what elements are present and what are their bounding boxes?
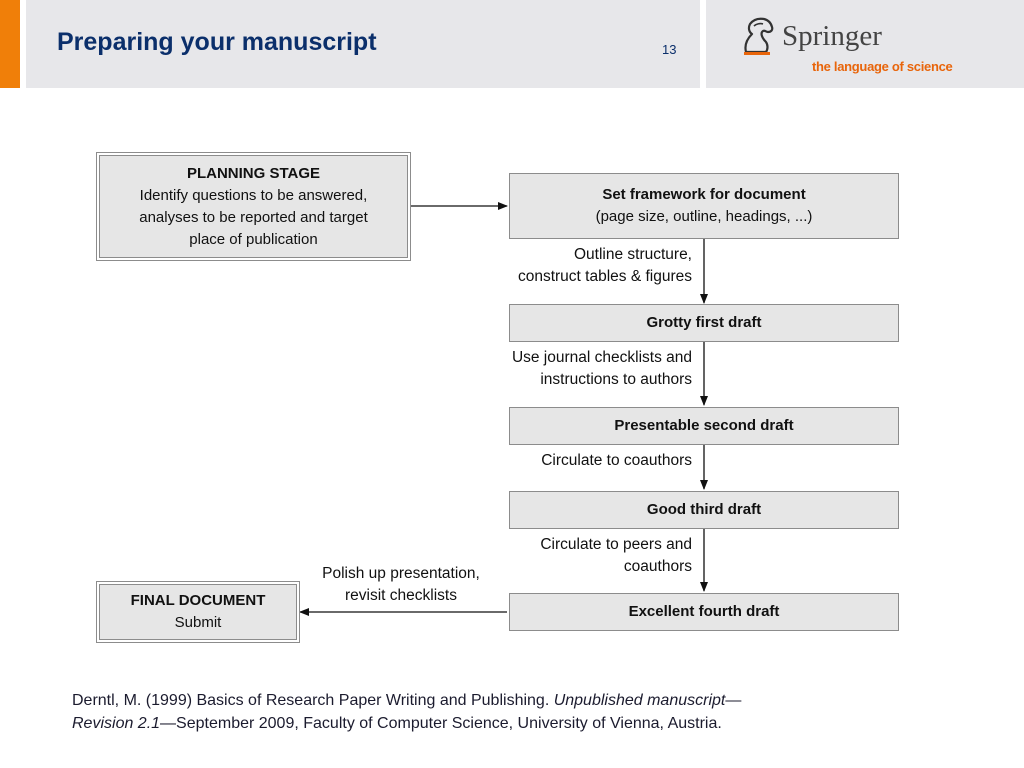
step-label-checklists: Use journal checklists and instructions … — [440, 347, 692, 391]
springer-logo-text: Springer — [782, 20, 882, 52]
third-draft-box: Good third draft — [509, 491, 899, 529]
planning-stage-heading: PLANNING STAGE — [186, 164, 321, 182]
step-label-line: Outline structure, — [573, 246, 692, 263]
step-label-line: Circulate to coauthors — [541, 452, 692, 469]
step-label-peers: Circulate to peers and coauthors — [440, 534, 692, 578]
step-label-coauthors: Circulate to coauthors — [440, 450, 692, 472]
logo-panel — [706, 0, 1024, 88]
citation-italic: Unpublished manuscript — [553, 692, 726, 709]
tagline: the language of science — [812, 59, 953, 74]
step-label-polish: Polish up presentation, revisit checklis… — [290, 563, 512, 607]
step-label-line: construct tables & figures — [517, 268, 692, 285]
first-draft-box: Grotty first draft — [509, 304, 899, 342]
step-label-line: revisit checklists — [345, 587, 457, 604]
framework-box: Set framework for document (page size, o… — [509, 173, 899, 239]
fourth-draft-label: Excellent fourth draft — [628, 603, 780, 620]
springer-horse-icon — [744, 17, 774, 55]
citation-dash: — — [725, 692, 742, 709]
step-label-line: coauthors — [623, 558, 692, 575]
planning-stage-line: Identify questions to be answered, — [139, 186, 368, 204]
step-label-outline: Outline structure, construct tables & fi… — [440, 244, 692, 288]
step-label-line: instructions to authors — [540, 371, 692, 388]
step-label-line: Polish up presentation, — [322, 565, 480, 582]
title-bar — [26, 0, 700, 88]
slide-number: 13 — [662, 42, 677, 57]
accent-bar — [0, 0, 20, 88]
citation: Derntl, M. (1999) Basics of Research Pap… — [72, 689, 952, 735]
framework-heading: Set framework for document — [602, 186, 806, 203]
fourth-draft-box: Excellent fourth draft — [509, 593, 899, 631]
second-draft-label: Presentable second draft — [614, 417, 794, 434]
planning-stage-box: PLANNING STAGE Identify questions to be … — [96, 152, 411, 261]
slide-title: Preparing your manuscript — [57, 28, 377, 56]
citation-text: —September 2009, Faculty of Computer Sci… — [160, 715, 722, 732]
final-document-box: FINAL DOCUMENT Submit — [96, 581, 300, 643]
planning-stage-line: analyses to be reported and target — [139, 208, 368, 226]
final-document-subtext: Submit — [174, 614, 222, 631]
framework-subtext: (page size, outline, headings, ...) — [595, 208, 813, 225]
citation-text: Derntl, M. (1999) Basics of Research Pap… — [72, 692, 554, 709]
citation-italic: Revision 2.1 — [72, 715, 161, 732]
first-draft-label: Grotty first draft — [646, 314, 762, 331]
step-label-line: Use journal checklists and — [511, 349, 692, 366]
step-label-line: Circulate to peers and — [540, 536, 692, 553]
planning-stage-line: place of publication — [189, 230, 318, 248]
second-draft-box: Presentable second draft — [509, 407, 899, 445]
third-draft-label: Good third draft — [646, 501, 762, 518]
final-document-heading: FINAL DOCUMENT — [130, 592, 266, 609]
